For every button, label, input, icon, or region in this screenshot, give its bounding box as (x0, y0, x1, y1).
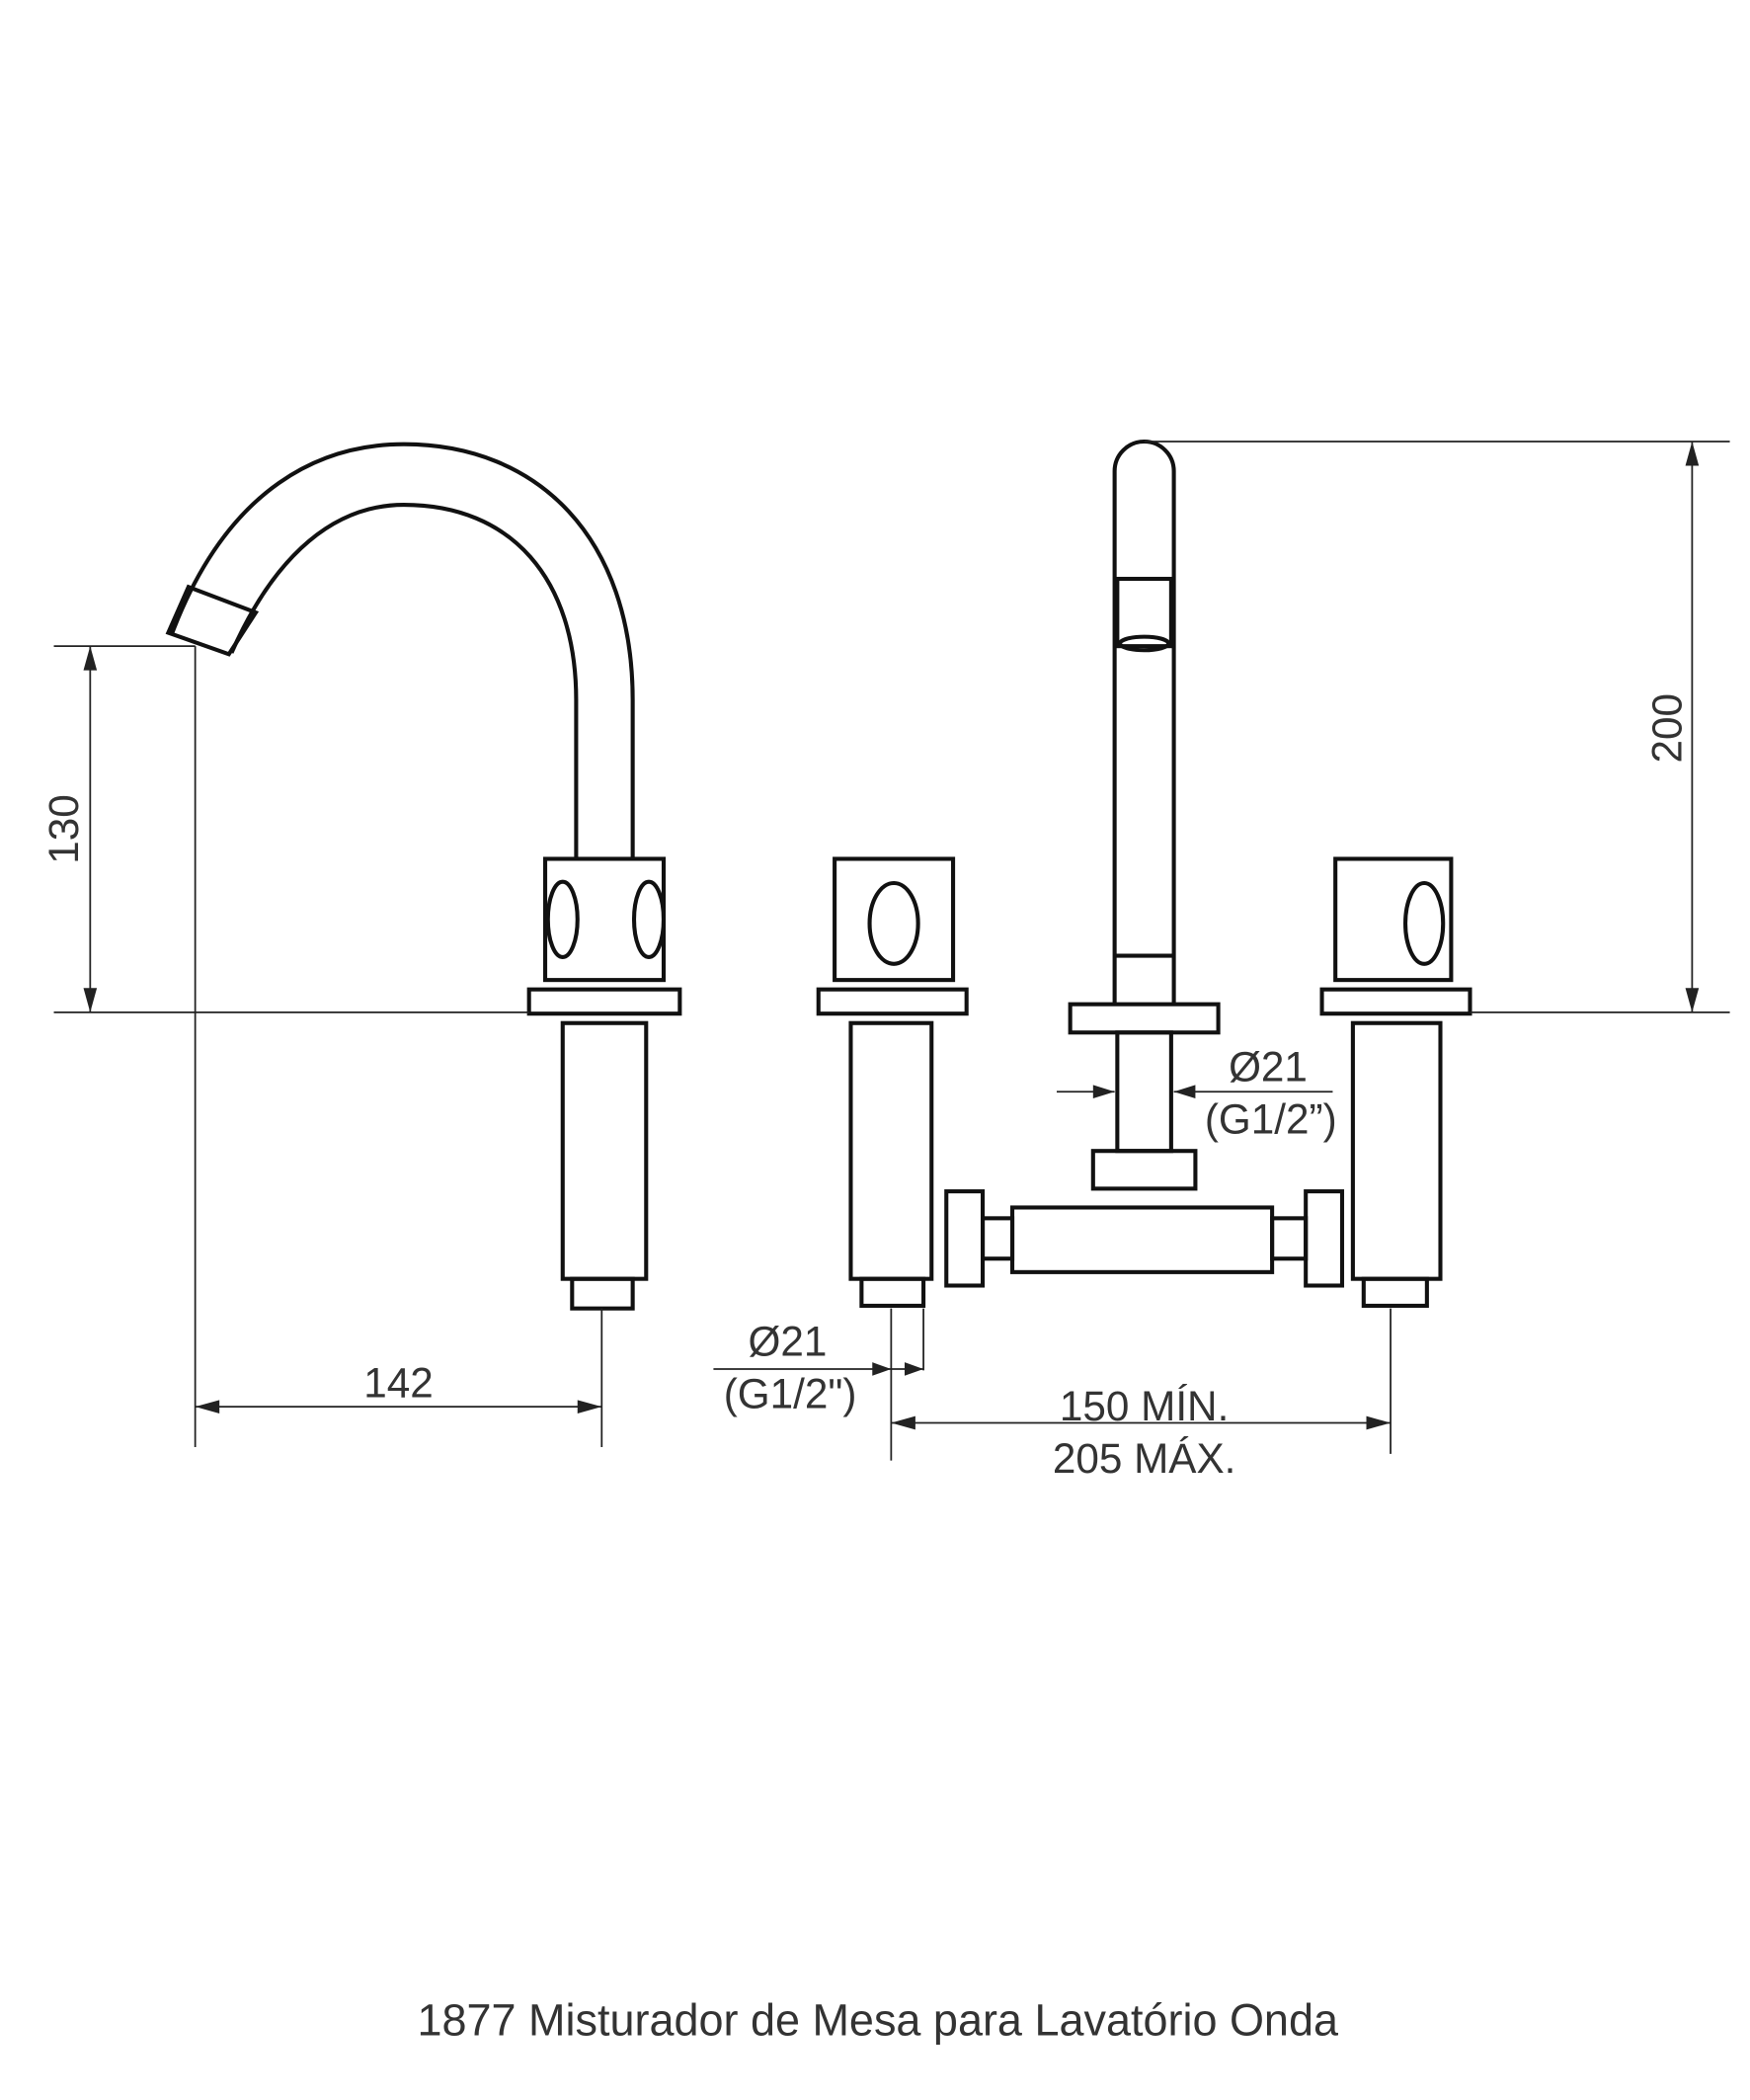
dim-total-height: 200 (1643, 693, 1690, 763)
dim-spacing-min: 150 MÍN. (1060, 1383, 1229, 1429)
dimension-lines (53, 441, 1730, 1461)
dim-spout-thread: (G1/2”) (1205, 1095, 1337, 1142)
dim-valve-diameter: Ø21 (748, 1318, 827, 1364)
front-view-faucet (816, 440, 1472, 1308)
dim-spout-height: 130 (40, 794, 87, 863)
dim-spout-diameter: Ø21 (1229, 1043, 1308, 1090)
dim-spout-reach: 142 (363, 1360, 434, 1407)
side-view-faucet (165, 442, 682, 1311)
dim-valve-thread: (G1/2") (724, 1371, 857, 1417)
caption: 1877 Misturador de Mesa para Lavatório O… (417, 1995, 1338, 2046)
dim-spacing-max: 205 MÁX. (1053, 1435, 1236, 1482)
